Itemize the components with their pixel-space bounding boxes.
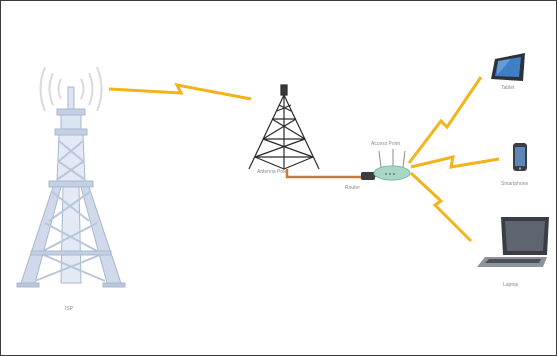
antenna-pole-label: Antenna Pole bbox=[257, 169, 287, 175]
antenna-pole-icon bbox=[248, 84, 320, 170]
access-point-icon bbox=[373, 149, 411, 181]
smartphone-icon bbox=[513, 143, 527, 171]
access-point-label: Access Point bbox=[371, 141, 401, 147]
tablet-label: Tablet bbox=[501, 85, 515, 91]
radio-waves-icon bbox=[39, 66, 103, 112]
tablet-icon bbox=[491, 53, 525, 81]
wireless-link-isp-to-pole bbox=[108, 82, 252, 101]
isp-label: ISP bbox=[65, 306, 74, 312]
cable-pole-to-router bbox=[285, 169, 363, 179]
wireless-link-ap-to-laptop bbox=[409, 171, 473, 243]
smartphone-label: Smartphone bbox=[501, 181, 528, 187]
isp-tower-icon bbox=[16, 86, 126, 288]
laptop-icon bbox=[477, 217, 549, 267]
wireless-link-ap-to-tablet bbox=[407, 76, 483, 164]
laptop-label: Laptop bbox=[503, 282, 519, 288]
wireless-link-ap-to-smartphone bbox=[410, 154, 500, 169]
router-label: Router bbox=[345, 185, 360, 191]
